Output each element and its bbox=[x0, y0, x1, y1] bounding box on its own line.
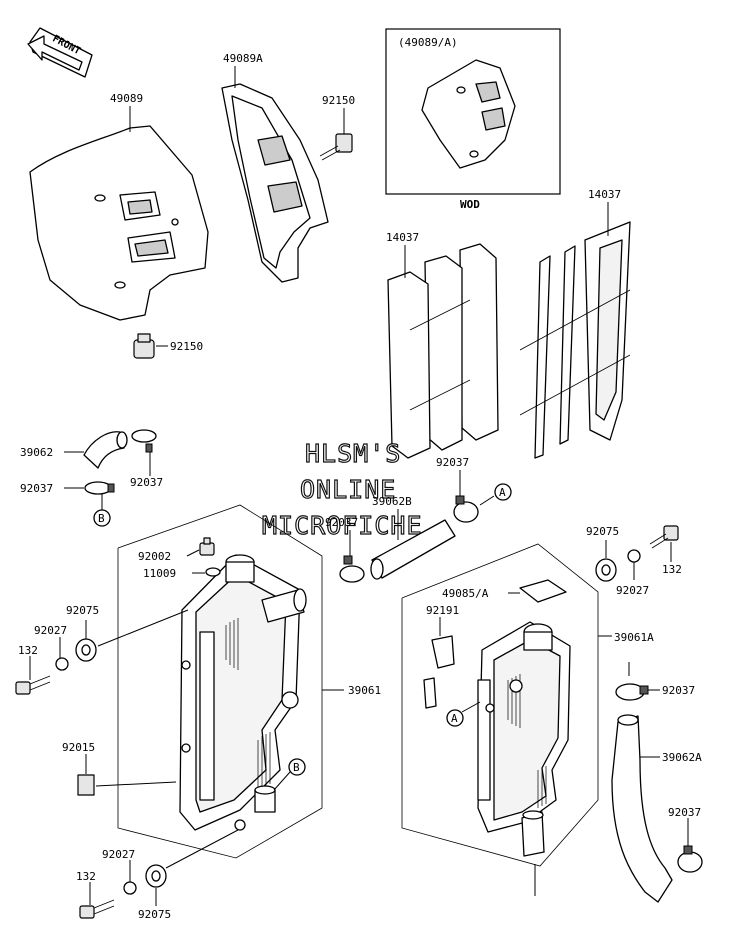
radiator-39061a bbox=[477, 621, 571, 857]
hose-92191 bbox=[423, 635, 455, 709]
washer-92027-left bbox=[55, 657, 69, 671]
label-92037-mid-left: 92037 bbox=[325, 516, 358, 529]
label-92075-left: 92075 bbox=[66, 604, 99, 617]
clamp-92037-mid-right bbox=[453, 495, 479, 523]
clamp-92037-b bbox=[84, 481, 115, 495]
label-132-left: 132 bbox=[18, 644, 38, 657]
label-92027-right: 92027 bbox=[616, 584, 649, 597]
callout-b-top bbox=[93, 509, 111, 527]
grommet-92075-right bbox=[595, 558, 617, 582]
callout-b-top-letter: B bbox=[98, 512, 105, 525]
clamp-92037-right-bottom bbox=[677, 845, 703, 873]
radiator-39061a-frame bbox=[401, 543, 599, 867]
callout-a-top-letter: A bbox=[499, 486, 506, 499]
label-92037-hose-left: 92037 bbox=[20, 482, 53, 495]
radiator-39061 bbox=[179, 554, 307, 831]
label-92191: 92191 bbox=[426, 604, 459, 617]
clamp-92037-mid-left bbox=[339, 555, 365, 583]
label-92037-right: 92037 bbox=[662, 684, 695, 697]
watermark-line-2: ONLINE bbox=[300, 475, 396, 504]
washer-92027-bottom bbox=[123, 881, 137, 895]
washer-11009 bbox=[205, 567, 221, 577]
label-49089: 49089 bbox=[110, 92, 143, 105]
label-92037-hose-right: 92037 bbox=[130, 476, 163, 489]
pad-49085a bbox=[519, 579, 567, 603]
hose-39062 bbox=[83, 431, 128, 469]
label-92037-mid-right: 92037 bbox=[436, 456, 469, 469]
label-92037-right-bottom: 92037 bbox=[668, 806, 701, 819]
label-92150-top: 92150 bbox=[322, 94, 355, 107]
bolt-132-left bbox=[15, 675, 51, 695]
callout-a-right bbox=[446, 709, 464, 727]
label-92075-right: 92075 bbox=[586, 525, 619, 538]
bolt-92002 bbox=[199, 537, 215, 556]
label-14037-right: 14037 bbox=[588, 188, 621, 201]
label-11009: 11009 bbox=[143, 567, 176, 580]
inset-caption: WOD bbox=[460, 198, 480, 211]
callout-a-top bbox=[494, 483, 512, 501]
clip-92015 bbox=[77, 774, 95, 796]
grommet-92075-left bbox=[75, 638, 97, 662]
label-92075-bottom: 92075 bbox=[138, 908, 171, 921]
watermark-line-1: HLSM'S bbox=[305, 439, 401, 468]
label-132-bottom: 132 bbox=[76, 870, 96, 883]
label-39062a: 39062A bbox=[662, 751, 702, 764]
label-92002: 92002 bbox=[138, 550, 171, 563]
label-92150-bottom: 92150 bbox=[170, 340, 203, 353]
hose-39062a bbox=[611, 714, 673, 903]
label-39061a: 39061A bbox=[614, 631, 654, 644]
radiator-fins-left bbox=[225, 618, 271, 790]
inset-title: (49089/A) bbox=[398, 36, 458, 49]
bolt-92150-bottom bbox=[133, 333, 155, 359]
guard-14037-right bbox=[519, 221, 631, 459]
cover-49089a bbox=[221, 83, 329, 283]
callout-b-left bbox=[288, 758, 306, 776]
inset-wod-box bbox=[385, 28, 561, 195]
label-49085a: 49085/A bbox=[442, 587, 489, 600]
label-132-right: 132 bbox=[662, 563, 682, 576]
radiator-39061-frame bbox=[117, 504, 323, 859]
label-92015: 92015 bbox=[62, 741, 95, 754]
hose-39062b bbox=[370, 519, 456, 580]
bolt-92150-top bbox=[319, 133, 353, 161]
callout-b-left-letter: B bbox=[293, 761, 300, 774]
bolt-132-right bbox=[649, 525, 679, 549]
shroud-49089 bbox=[29, 125, 209, 321]
guard-14037-middle bbox=[387, 243, 499, 459]
bolt-132-bottom bbox=[79, 899, 115, 919]
watermark: HLSM'S ONLINE MICROFICHE bbox=[261, 438, 422, 540]
washer-92027-right bbox=[627, 549, 641, 563]
label-92027-bottom: 92027 bbox=[102, 848, 135, 861]
label-39062b: 39062B bbox=[372, 495, 412, 508]
label-39061: 39061 bbox=[348, 684, 381, 697]
front-arrow: FRONT bbox=[27, 27, 93, 78]
clamp-92037-right bbox=[615, 683, 649, 701]
label-14037-middle: 14037 bbox=[386, 231, 419, 244]
clamp-92037-a bbox=[131, 429, 157, 453]
callout-a-right-letter: A bbox=[451, 712, 458, 725]
label-39062: 39062 bbox=[20, 446, 53, 459]
label-49089a: 49089A bbox=[223, 52, 263, 65]
grommet-92075-bottom bbox=[145, 864, 167, 888]
label-92027-left: 92027 bbox=[34, 624, 67, 637]
